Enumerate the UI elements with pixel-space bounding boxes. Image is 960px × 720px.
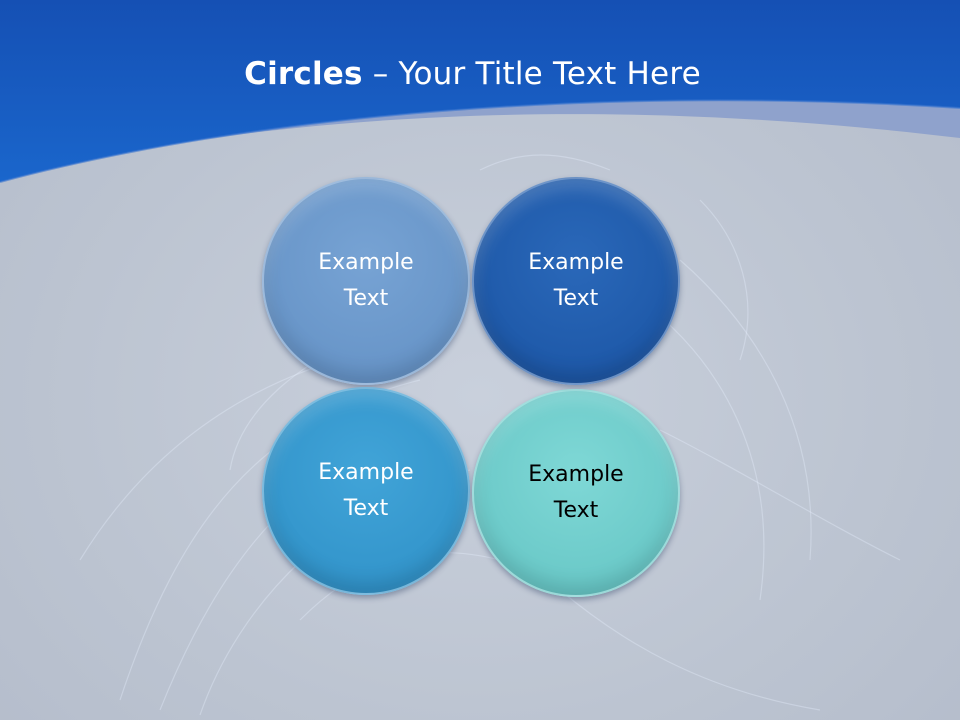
header-background	[0, 0, 960, 182]
circle-4: Example Text	[472, 389, 680, 597]
circle-3-line-2: Text	[343, 496, 389, 521]
light-swirl-decoration	[79, 154, 901, 716]
circle-2: Example Text	[472, 177, 680, 385]
circle-3: Example Text	[262, 387, 470, 595]
circle-1-line-1: Example	[318, 250, 414, 275]
circle-1-line-2: Text	[343, 286, 389, 311]
circle-3-line-1: Example	[318, 460, 414, 485]
circle-1-label: Example Text	[296, 245, 436, 317]
circle-2-label: Example Text	[506, 245, 646, 317]
title-rest: – Your Title Text Here	[362, 56, 701, 92]
circle-4-line-2: Text	[553, 498, 599, 523]
circle-4-line-1: Example	[528, 462, 624, 487]
circle-3-label: Example Text	[296, 455, 436, 527]
title-bold: Circles	[244, 56, 363, 92]
circle-2-line-2: Text	[553, 286, 599, 311]
circle-2-line-1: Example	[528, 250, 624, 275]
circle-4-label: Example Text	[506, 457, 646, 529]
page-title: Circles – Your Title Text Here	[0, 56, 945, 92]
circle-1: Example Text	[262, 177, 470, 385]
